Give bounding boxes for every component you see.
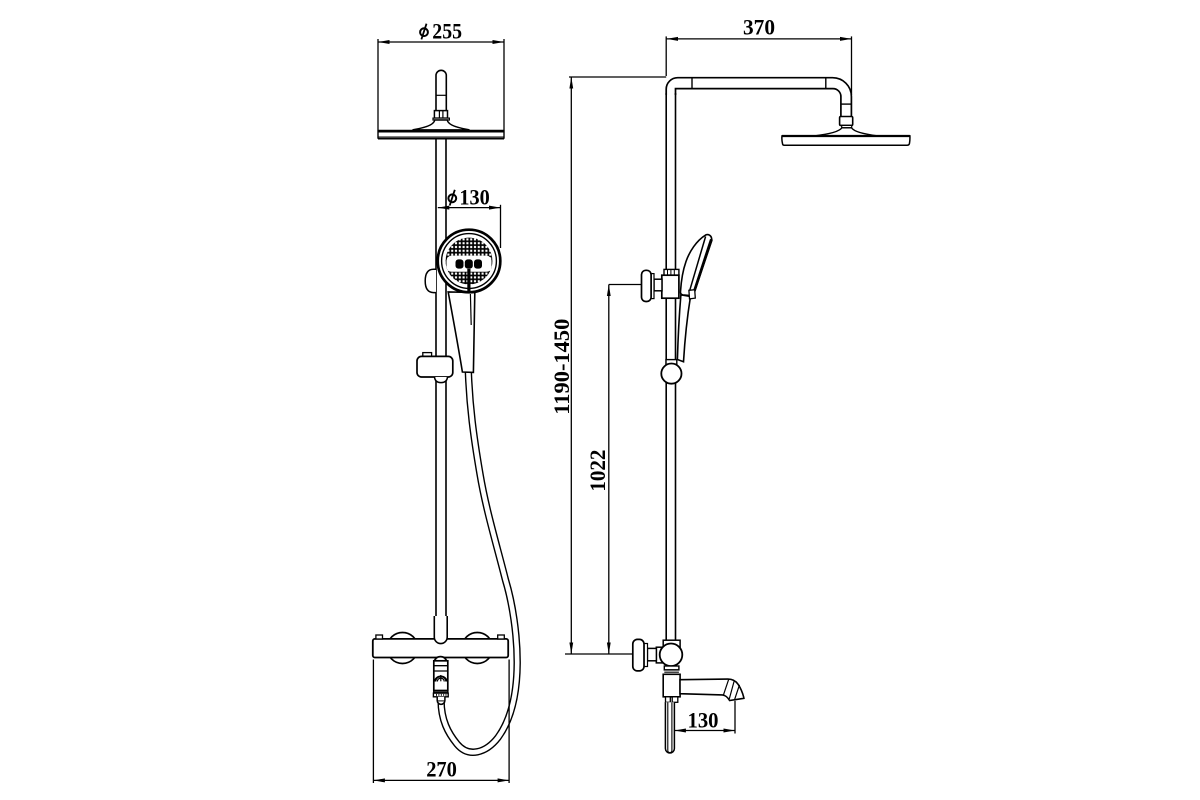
svg-text:130: 130 bbox=[459, 185, 489, 210]
svg-text:370: 370 bbox=[743, 14, 775, 39]
svg-text:1022: 1022 bbox=[585, 450, 610, 492]
svg-text:270: 270 bbox=[426, 757, 457, 782]
svg-text:130: 130 bbox=[688, 707, 719, 732]
svg-text:1190-1450: 1190-1450 bbox=[549, 319, 574, 415]
svg-text:255: 255 bbox=[432, 18, 462, 43]
